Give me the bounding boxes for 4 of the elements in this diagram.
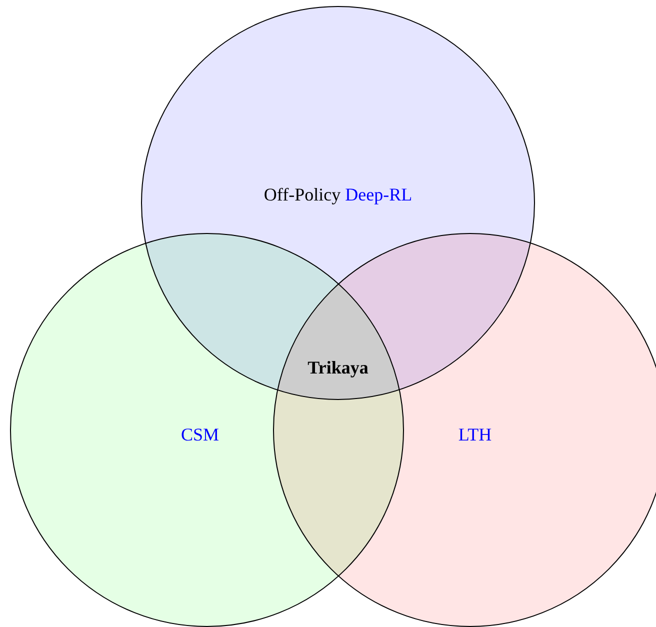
set-label: CSM xyxy=(180,424,220,446)
intersection-label: Trikaya xyxy=(308,358,368,378)
set-label: Off-Policy Deep-RL xyxy=(264,184,412,206)
set-label: LTH xyxy=(458,424,492,446)
